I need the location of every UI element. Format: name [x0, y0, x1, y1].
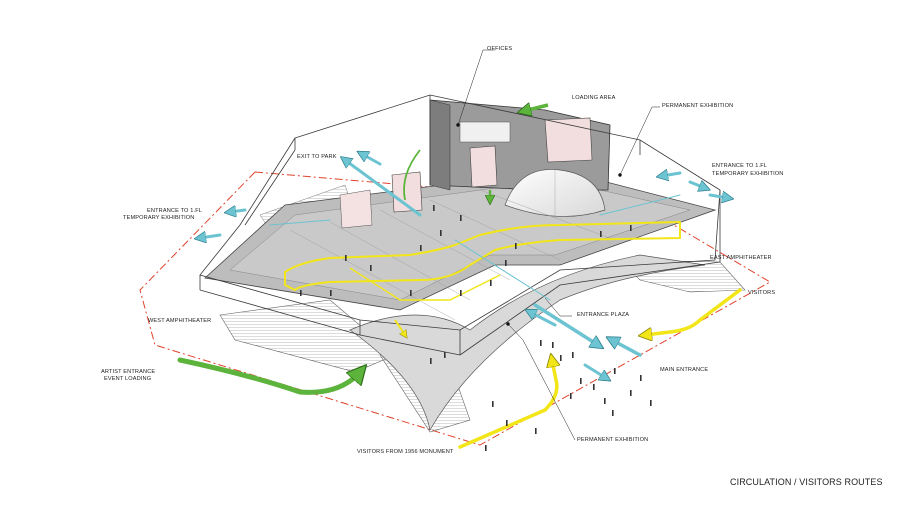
label-entrance-1fl-right-2: TEMPORARY EXHIBITION [712, 171, 784, 177]
west-amphitheater-steps [219, 299, 396, 373]
green-service-route [403, 149, 421, 201]
label-offices: OFFICES [487, 46, 513, 52]
label-permanent-exhibition-bottom: PERMANENT EXHIBITION [577, 437, 649, 443]
label-exit-to-park: EXIT TO PARK [297, 154, 337, 160]
interior-yellow-route-3 [394, 319, 405, 335]
label-west-amphitheater: WEST AMPHITHEATER [148, 318, 212, 324]
glass-envelope [199, 94, 721, 356]
green-artist-route [177, 357, 360, 395]
pink-box-1 [544, 117, 593, 163]
yellow-monument-route [458, 360, 557, 449]
label-artist-entrance-1: ARTIST ENTRANCE [101, 369, 156, 375]
label-entrance-1fl-left-1: ENTRANCE TO 1.FL [147, 208, 203, 214]
pink-box-4 [339, 189, 373, 229]
label-visitors: VISITORS [748, 290, 776, 296]
label-visitors-from-monument: VISITORS FROM 1956 MONUMENT [357, 449, 454, 455]
leader-lines [457, 49, 660, 441]
label-loading-area: LOADING AREA [572, 95, 616, 101]
interior-lines [289, 189, 616, 321]
cyan-routes [200, 154, 728, 378]
label-permanent-exhibition-top: PERMANENT EXHIBITION [662, 103, 734, 109]
interior-yellow-route-2 [349, 267, 501, 301]
office-block-face [429, 99, 451, 191]
permanent-exhibition-bottom-marker [506, 322, 510, 326]
label-entrance-1fl-right-1: ENTRANCE TO 1.FL [712, 163, 768, 169]
people-figures [300, 205, 652, 451]
interior-yellow-route [284, 221, 681, 291]
green-loading-arrow [524, 105, 549, 111]
permanent-exhibition-marker [618, 173, 622, 177]
office-window [459, 121, 511, 143]
label-artist-entrance-2: EVENT LOADING [104, 376, 152, 382]
canopy-base [349, 254, 706, 431]
label-east-amphitheater: EAST AMPHITHEATER [710, 255, 772, 261]
pink-box-3 [391, 171, 423, 213]
diagram-caption: CIRCULATION / VISITORS ROUTES [730, 477, 883, 487]
pink-box-2 [469, 145, 498, 188]
offices-marker [456, 123, 460, 127]
yellow-visitors-route [645, 288, 742, 335]
label-main-entrance: MAIN ENTRANCE [660, 367, 709, 373]
label-entrance-1fl-left-2: TEMPORARY EXHIBITION [123, 215, 195, 221]
label-entrance-plaza: ENTRANCE PLAZA [577, 312, 630, 318]
